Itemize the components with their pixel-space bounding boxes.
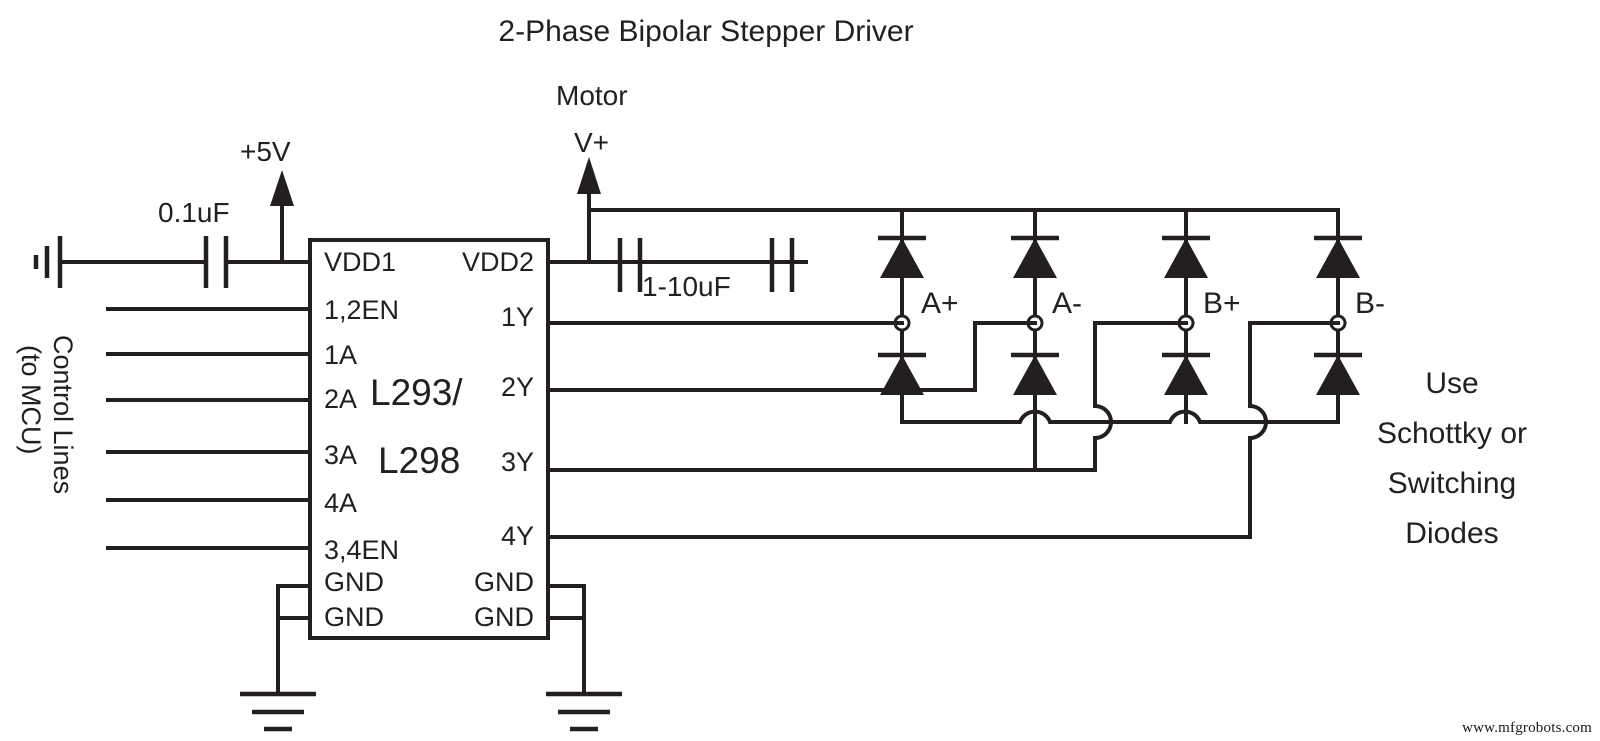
diode-upper-b-plus (1164, 238, 1208, 278)
pin-label-4a: 4A (324, 488, 357, 518)
net-4y-to-b-minus (546, 321, 1340, 539)
pin-label-3y: 3Y (501, 447, 534, 477)
pin-label-gnd-left-1: GND (324, 567, 384, 597)
ground-symbol-left (240, 691, 316, 732)
ic-name-line1: L293/ (370, 372, 463, 413)
pin-label-1y: 1Y (501, 302, 534, 332)
pin-label-vdd2: VDD2 (462, 247, 534, 277)
label-terminal-b-plus: B+ (1203, 287, 1241, 320)
label-5v: +5V (240, 136, 291, 167)
label-motor: Motor (556, 80, 628, 111)
supply-arrow-5v (270, 170, 294, 206)
diode-lower-a-minus (1013, 355, 1057, 395)
pin-label-2a: 2A (324, 384, 357, 414)
label-bypass-cap: 0.1uF (158, 197, 230, 228)
pin-label-gnd-left-2: GND (324, 602, 384, 632)
diode-column-b-plus (1162, 208, 1210, 424)
label-terminal-a-plus: A+ (921, 287, 959, 320)
pin-label-3a: 3A (324, 440, 357, 470)
diode-lower-b-plus (1164, 355, 1208, 395)
ground-symbol-right (546, 691, 622, 732)
diode-upper-a-minus (1013, 238, 1057, 278)
note-line-3: Switching (1388, 467, 1516, 500)
diode-upper-b-minus (1316, 238, 1360, 278)
diode-upper-a-plus (880, 238, 924, 278)
label-control-lines-sub: (to MCU) (16, 345, 46, 455)
bulk-capacitor-1-10uf (617, 238, 795, 292)
pin-label-12en: 1,2EN (324, 295, 399, 325)
note-line-1: Use (1425, 367, 1478, 400)
pin-label-2y: 2Y (501, 372, 534, 402)
diode-lower-a-plus (880, 355, 924, 395)
label-bulk-cap: 1-10uF (642, 271, 731, 302)
label-terminal-a-minus: A- (1052, 287, 1082, 320)
pin-label-4y: 4Y (501, 521, 534, 551)
bypass-ground-symbol (33, 236, 63, 288)
rail-diode-bottom-common (900, 409, 1340, 424)
pin-label-gnd-right-2: GND (474, 602, 534, 632)
diode-column-a-plus (878, 208, 926, 424)
diode-column-b-minus (1314, 208, 1362, 424)
label-motor-vplus: V+ (574, 127, 609, 158)
pin-label-34en: 3,4EN (324, 535, 399, 565)
pin-label-gnd-right-1: GND (474, 567, 534, 597)
ic-body (308, 238, 550, 640)
bypass-capacitor-0p1uf (203, 236, 229, 288)
net-2y-to-a-minus (546, 321, 1037, 392)
supply-arrow-motor-vplus (577, 157, 601, 194)
pin-label-1a: 1A (324, 340, 357, 370)
diagram-title: 2-Phase Bipolar Stepper Driver (498, 15, 913, 48)
label-control-lines: Control Lines (48, 335, 78, 494)
net-3y-to-b-plus (546, 321, 1188, 472)
watermark: www.mfgrobots.com (1462, 720, 1592, 736)
diode-column-a-minus (1011, 208, 1059, 472)
pin-label-vdd1: VDD1 (324, 247, 396, 277)
label-terminal-b-minus: B- (1355, 287, 1385, 320)
note-line-4: Diodes (1405, 517, 1498, 550)
diode-lower-b-minus (1316, 355, 1360, 395)
ic-name-line2: L298 (378, 440, 460, 481)
note-line-2: Schottky or (1377, 417, 1527, 450)
